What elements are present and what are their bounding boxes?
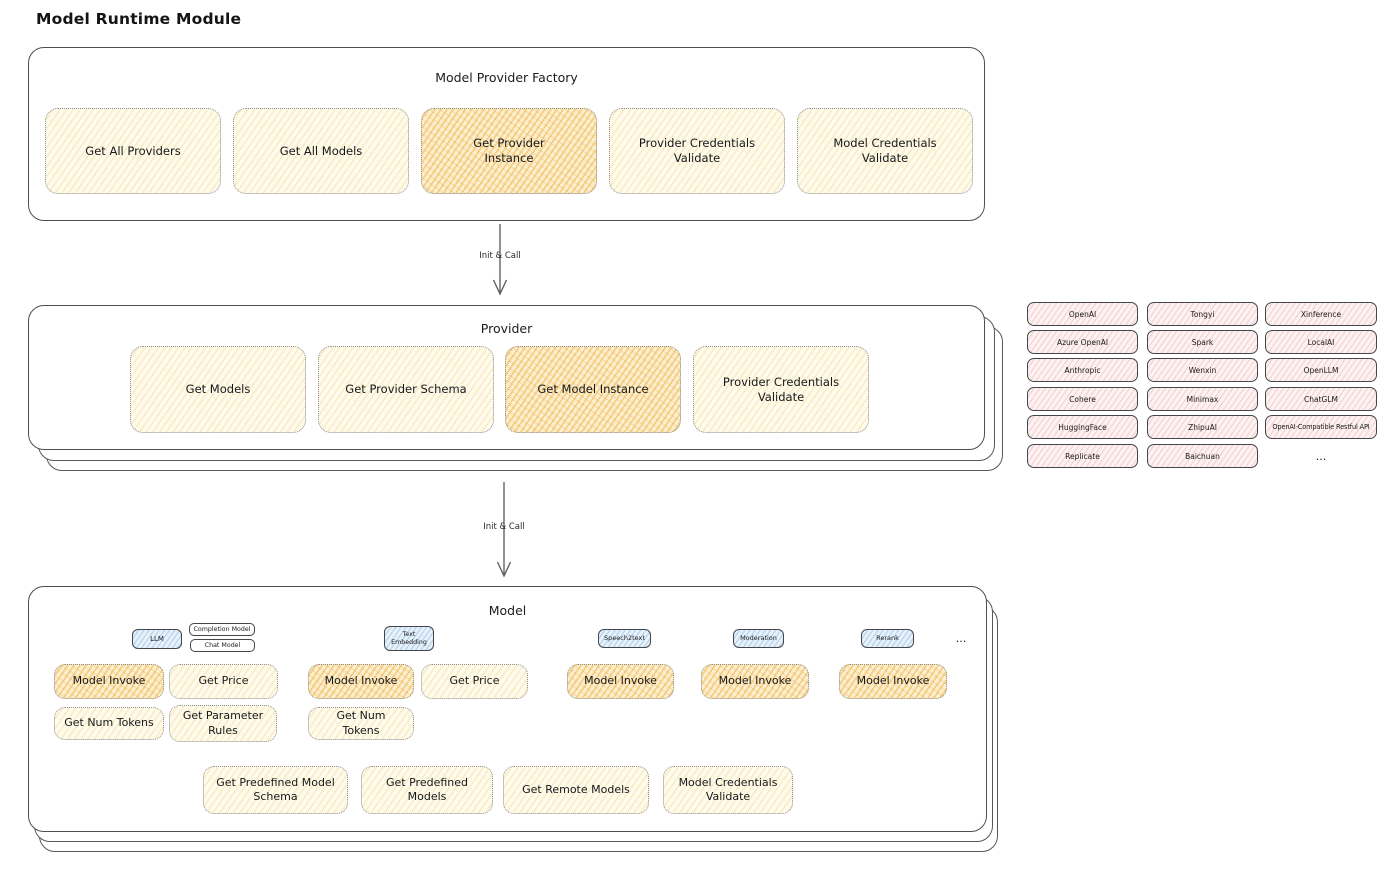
arrow-down-icon [496, 482, 512, 578]
model-button-model-credentials-validate: Model Credentials Validate [663, 766, 793, 814]
provider-cell-spark: Spark [1147, 330, 1258, 354]
provider-cell-chatglm: ChatGLM [1265, 387, 1377, 411]
provider-list-more-ellipsis: ... [1315, 449, 1327, 463]
flow-label-init-call-1: Init & Call [479, 251, 521, 261]
factory-button-provider-credentials-validate: Provider Credentials Validate [609, 108, 785, 194]
tag-rerank: Rerank [861, 629, 914, 648]
factory-button-get-all-models: Get All Models [233, 108, 409, 194]
text-embedding-button-get-price: Get Price [421, 664, 528, 699]
provider-cell-wenxin: Wenxin [1147, 358, 1258, 382]
factory-button-get-all-providers: Get All Providers [45, 108, 221, 194]
provider-cell-huggingface: HuggingFace [1027, 415, 1138, 439]
moderation-button-model-invoke: Model Invoke [701, 664, 809, 699]
diagram-title: Model Runtime Module [36, 10, 242, 28]
provider-cell-openllm: OpenLLM [1265, 358, 1377, 382]
factory-button-get-provider-instance: Get Provider Instance [421, 108, 597, 194]
tag-llm: LLM [132, 629, 182, 649]
provider-cell-xinference: Xinference [1265, 302, 1377, 326]
provider-button-provider-credentials-validate: Provider Credentials Validate [693, 346, 869, 433]
flow-label-init-call-2: Init & Call [483, 522, 525, 532]
provider-button-get-provider-schema: Get Provider Schema [318, 346, 494, 433]
provider-cell-replicate: Replicate [1027, 444, 1138, 468]
panel-model-provider-factory: Model Provider Factory Get All Providers… [28, 47, 985, 221]
model-button-get-predefined-models: Get Predefined Models [361, 766, 493, 814]
tag-text-embedding: Text Embedding [384, 626, 434, 651]
provider-cell-localai: LocalAI [1265, 330, 1377, 354]
provider-cell-tongyi: Tongyi [1147, 302, 1258, 326]
provider-cell-cohere: Cohere [1027, 387, 1138, 411]
llm-button-get-num-tokens: Get Num Tokens [54, 707, 164, 740]
provider-cell-baichuan: Baichuan [1147, 444, 1258, 468]
speech2text-button-model-invoke: Model Invoke [567, 664, 674, 699]
model-tags-more-ellipsis: ... [955, 632, 967, 645]
panel-title-provider: Provider [480, 321, 533, 336]
arrow-down-icon [492, 224, 508, 296]
llm-button-get-parameter-rules: Get Parameter Rules [169, 705, 277, 742]
provider-cell-zhipuai: ZhipuAI [1147, 415, 1258, 439]
text-embedding-button-get-num-tokens: Get Num Tokens [308, 707, 414, 740]
model-button-get-predefined-model-schema: Get Predefined Model Schema [203, 766, 348, 814]
provider-cell-openai-compatible-restful-api: OpenAI-Compatible Restful API [1265, 415, 1377, 439]
provider-cell-minimax: Minimax [1147, 387, 1258, 411]
factory-button-model-credentials-validate: Model Credentials Validate [797, 108, 973, 194]
panel-title-model-provider-factory: Model Provider Factory [435, 70, 578, 85]
provider-cell-openai: OpenAI [1027, 302, 1138, 326]
provider-button-get-models: Get Models [130, 346, 306, 433]
provider-cell-azure-openai: Azure OpenAI [1027, 330, 1138, 354]
rerank-button-model-invoke: Model Invoke [839, 664, 947, 699]
llm-button-get-price: Get Price [169, 664, 278, 699]
tag-chat-model: Chat Model [190, 639, 255, 652]
tag-completion-model: Completion Model [189, 623, 255, 636]
llm-button-model-invoke: Model Invoke [54, 664, 164, 699]
tag-moderation: Moderation [733, 629, 784, 648]
panel-title-model: Model [488, 603, 527, 618]
panel-provider: Provider Get Models Get Provider Schema … [28, 305, 985, 450]
model-button-get-remote-models: Get Remote Models [503, 766, 649, 814]
panel-model: Model LLM Completion Model Chat Model Te… [28, 586, 987, 832]
provider-button-get-model-instance: Get Model Instance [505, 346, 681, 433]
tag-speech2text: Speech2text [598, 629, 651, 648]
provider-cell-anthropic: Anthropic [1027, 358, 1138, 382]
text-embedding-button-model-invoke: Model Invoke [308, 664, 414, 699]
